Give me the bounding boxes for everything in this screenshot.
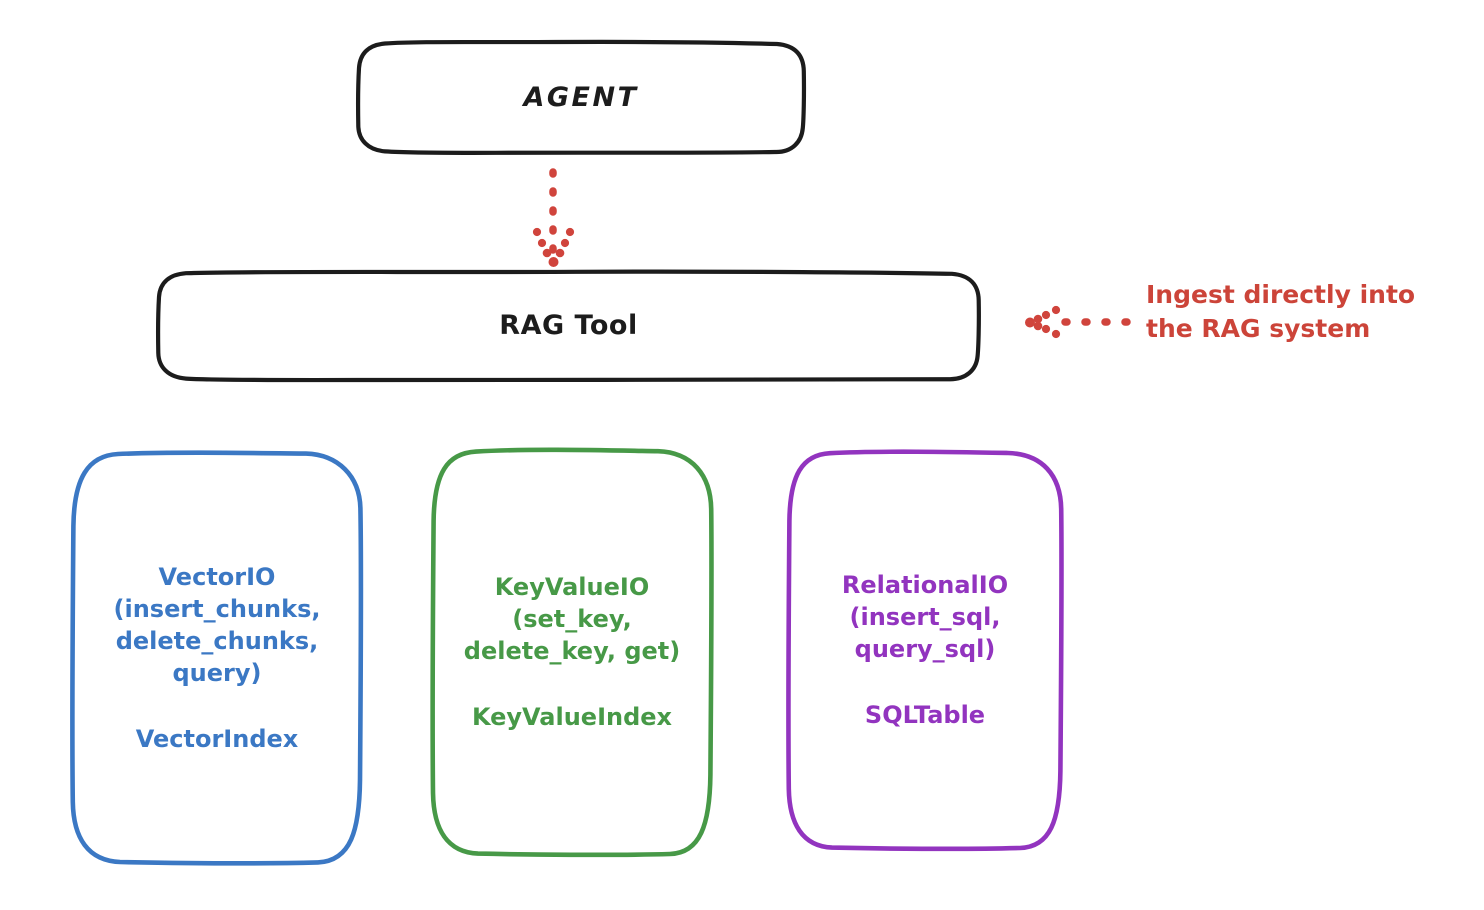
key-value-io-box-outline: [430, 447, 714, 858]
vector-io-box-outline: [70, 450, 364, 866]
annotation-ingest: Ingest directly into the RAG system: [1146, 280, 1416, 343]
rag-tool-box-outline: [156, 269, 981, 383]
connector-agent-to-rag-tool: [532, 168, 575, 267]
connector-ingest-to-rag-tool: [1025, 305, 1131, 339]
relational-io-box-outline: [786, 449, 1064, 852]
agent-box-outline: [356, 39, 807, 155]
